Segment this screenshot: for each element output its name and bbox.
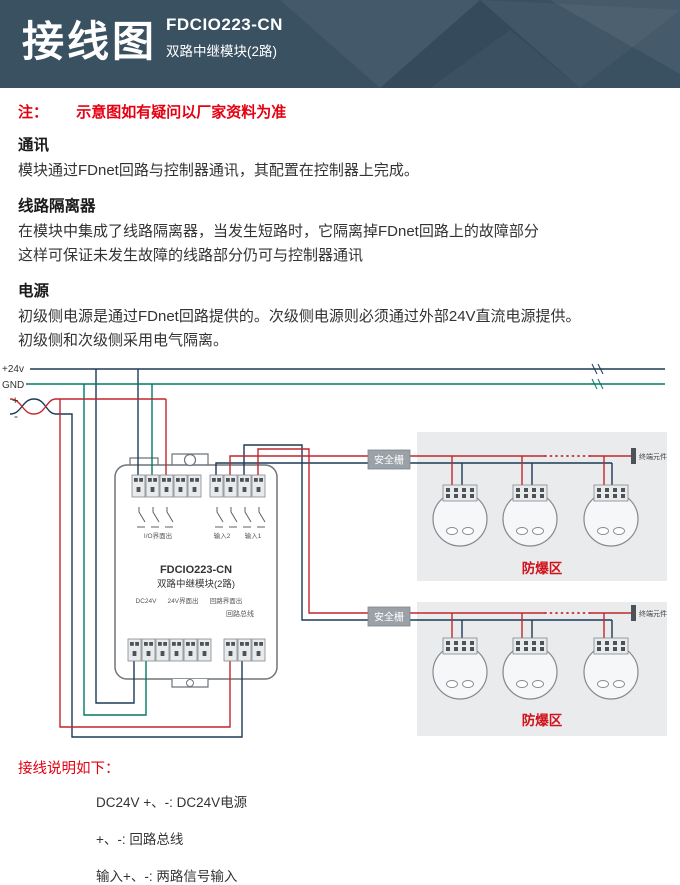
model-subtitle: 双路中继模块(2路) [166, 44, 277, 59]
note-prefix: 注： [18, 104, 49, 121]
section-line-isolator: 线路隔离器 在模块中集成了线路隔离器，当发生短路时，它隔离掉FDnet回路上的故… [18, 194, 662, 268]
legend-item: 输入+、-: 两路信号输入 [96, 868, 238, 884]
bus-label-gnd: GND [2, 380, 24, 391]
description-sections: 通讯 模块通过FDnet回路与控制器通讯，其配置在控制器上完成。 线路隔离器 在… [18, 133, 662, 353]
zone-label-2: 防爆区 [522, 712, 563, 728]
section-heading: 电源 [18, 282, 50, 300]
section-line: 在模块中集成了线路隔离器，当发生短路时，它隔离掉FDnet回路上的故障部分 [18, 222, 539, 240]
bus-label-plus: + [12, 395, 18, 407]
safety-barrier-2: 安全栅 [367, 606, 411, 626]
wiring-diagram-area: I/O界面出 输入2 输入1 DC24V 24V界面出 回路界面出 回路总线 F… [0, 357, 680, 755]
relay-module-body [114, 452, 278, 688]
module-name-text: 双路中继模块(2路) [157, 578, 235, 590]
section-communication: 通讯 模块通过FDnet回路与控制器通讯，其配置在控制器上完成。 [18, 133, 662, 183]
label-dc24v: DC24V [136, 598, 158, 605]
note: 注： 示意图如有疑问以厂家资料为准 [18, 101, 662, 122]
mounting-hole [186, 678, 194, 687]
section-heading: 通讯 [18, 137, 50, 154]
header-banner: 接线图 FDCIO223-CN 双路中继模块(2路) [0, 0, 680, 88]
wiring-diagram: I/O界面出 输入2 输入1 DC24V 24V界面出 回路界面出 回路总线 F… [2, 363, 667, 738]
wires [9, 363, 665, 738]
page-title: 接线图 [22, 18, 158, 65]
section-power: 电源 初级侧电源是通过FDnet回路提供的。次级侧电源则必须通过外部24V直流电… [18, 279, 662, 353]
section-heading: 线路隔离器 [18, 197, 96, 215]
wire-red-group [9, 397, 631, 728]
section-line: 初级侧电源是通过FDnet回路提供的。次级侧电源则必须通过外部24V直流电源提供… [18, 307, 581, 325]
zone-label-1: 防爆区 [522, 560, 563, 576]
module-model-text: FDCIO223-CN [160, 564, 232, 576]
module-port-labels: I/O界面出 输入2 输入1 DC24V 24V界面出 回路界面出 回路总线 [136, 531, 262, 618]
terminal-element-1: 终端元件 [631, 447, 667, 464]
section-line: 模块通过FDnet回路与控制器通讯，其配置在控制器上完成。 [18, 162, 419, 179]
wire-dark-group [9, 363, 665, 738]
detectors-zone-1 [432, 483, 639, 547]
safety-barrier-1: 安全栅 [367, 449, 411, 469]
triangle-pattern [280, 0, 680, 88]
label-24v-out: 24V界面出 [167, 596, 198, 605]
section-line: 初级侧和次级侧采用电气隔离。 [18, 332, 229, 349]
detectors-zone-2 [432, 636, 639, 700]
relay-contact-symbols [137, 506, 266, 527]
note-text: 示意图如有疑问以厂家资料为准 [76, 104, 287, 121]
terminal-element-2: 终端元件 [631, 604, 667, 621]
label-input1: 输入1 [245, 531, 262, 540]
label-loop-bus: 回路总线 [226, 609, 254, 618]
safety-barrier-label: 安全栅 [374, 453, 404, 466]
terminal-element-label: 终端元件 [639, 452, 667, 461]
terminal-element-label: 终端元件 [639, 609, 667, 618]
safety-barrier-label: 安全栅 [374, 610, 404, 623]
section-line: 这样可保证未发生故障的线路部分仍可与控制器通讯 [18, 247, 364, 264]
legend-title: 接线说明如下： [18, 760, 120, 777]
model-number: FDCIO223-CN [166, 15, 283, 34]
label-io-out: I/O界面出 [144, 531, 172, 540]
label-loop-out: 回路界面出 [210, 596, 243, 605]
bus-label-24v: +24v [2, 364, 24, 375]
legend: 接线说明如下： DC24V +、-: DC24V电源 +、-: 回路总线 输入+… [18, 757, 662, 885]
mounting-hole [183, 453, 197, 466]
bus-label-minus: - [14, 409, 18, 423]
legend-item: DC24V +、-: DC24V电源 [96, 794, 248, 810]
label-input2: 输入2 [214, 531, 231, 540]
